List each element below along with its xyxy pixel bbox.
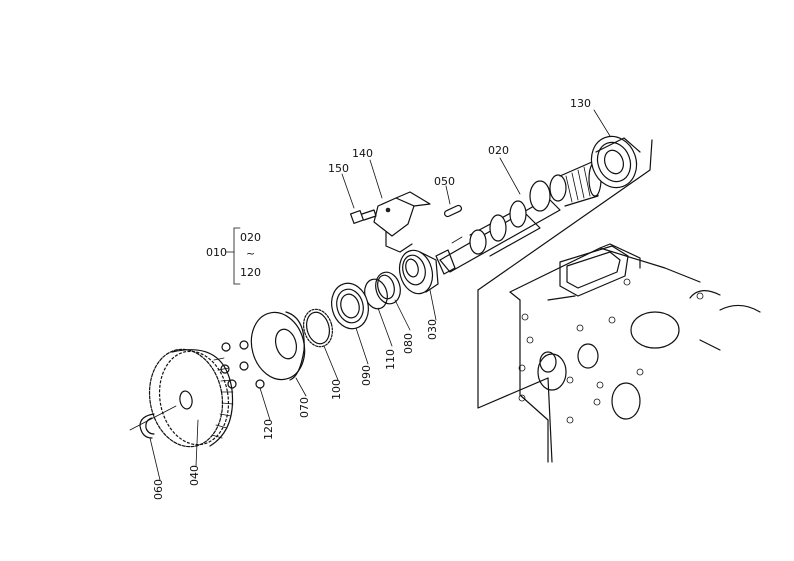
key-050 bbox=[443, 204, 463, 218]
label-110: 110 bbox=[384, 349, 397, 370]
label-020: 020 bbox=[488, 144, 509, 157]
label-130: 130 bbox=[570, 97, 591, 110]
bolt-150 bbox=[341, 173, 377, 225]
gear-040 bbox=[129, 348, 234, 467]
label-140: 140 bbox=[352, 147, 373, 160]
leader-lines bbox=[225, 157, 521, 285]
label-060: 060 bbox=[152, 479, 165, 500]
bearing-130 bbox=[590, 109, 641, 189]
label-010: 010 bbox=[206, 246, 227, 259]
bracket-140 bbox=[369, 159, 431, 253]
beaded-ring-100 bbox=[303, 308, 339, 381]
shaft-020 bbox=[435, 161, 602, 275]
label-100: 100 bbox=[330, 379, 343, 400]
label-range-tilde: ~ bbox=[246, 247, 255, 260]
label-070: 070 bbox=[298, 397, 311, 418]
label-050: 050 bbox=[434, 175, 455, 188]
part-labels: 130 020 140 150 050 010 020 ~ 120 030 08… bbox=[152, 97, 591, 500]
snap-ring-080 bbox=[375, 271, 411, 331]
label-120-range-end: 120 bbox=[240, 266, 261, 279]
label-040: 040 bbox=[188, 465, 201, 486]
circlip-060 bbox=[139, 413, 161, 481]
label-120: 120 bbox=[262, 419, 275, 440]
seal-090 bbox=[331, 282, 369, 365]
label-080: 080 bbox=[402, 333, 415, 354]
transmission-housing bbox=[477, 139, 761, 463]
label-030: 030 bbox=[426, 319, 439, 340]
label-090: 090 bbox=[360, 365, 373, 386]
label-020-range-start: 020 bbox=[240, 231, 261, 244]
bearing-030 bbox=[398, 249, 439, 321]
thrust-plate-070 bbox=[250, 311, 307, 397]
label-150: 150 bbox=[328, 162, 349, 175]
